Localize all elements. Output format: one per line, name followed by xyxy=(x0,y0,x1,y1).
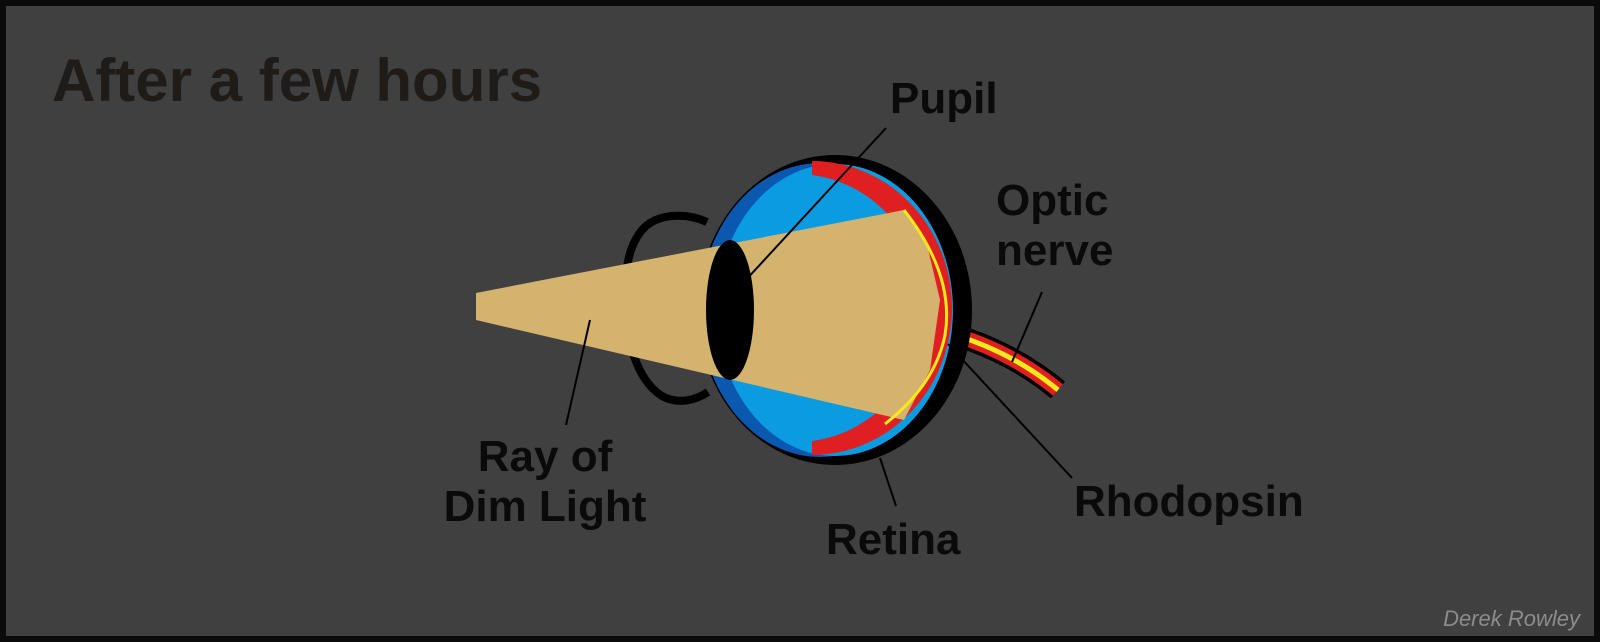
label-optic-nerve-line2: nerve xyxy=(996,226,1114,275)
author-credit: Derek Rowley xyxy=(1443,606,1580,631)
optic-nerve-leader xyxy=(1011,291,1043,363)
label-retina: Retina xyxy=(826,515,961,564)
label-optic-nerve-line1: Optic xyxy=(996,176,1109,225)
pupil-lens xyxy=(706,240,754,380)
label-optic-nerve: Optic nerve xyxy=(996,176,1113,276)
rhodopsin-leader xyxy=(947,343,1073,479)
label-ray-line1: Ray of xyxy=(477,432,613,481)
label-rhodopsin: Rhodopsin xyxy=(1074,477,1304,526)
pupil-leader xyxy=(743,127,887,283)
ray-leader xyxy=(565,319,591,426)
label-pupil: Pupil xyxy=(890,74,998,123)
leader-lines xyxy=(565,127,1073,507)
diagram-title: After a few hours xyxy=(52,47,543,114)
rhodopsin-layer xyxy=(884,209,949,426)
retina-leader xyxy=(879,457,897,507)
label-ray-of-dim-light: Ray of Dim Light xyxy=(430,432,660,532)
label-ray-line2: Dim Light xyxy=(443,482,647,531)
